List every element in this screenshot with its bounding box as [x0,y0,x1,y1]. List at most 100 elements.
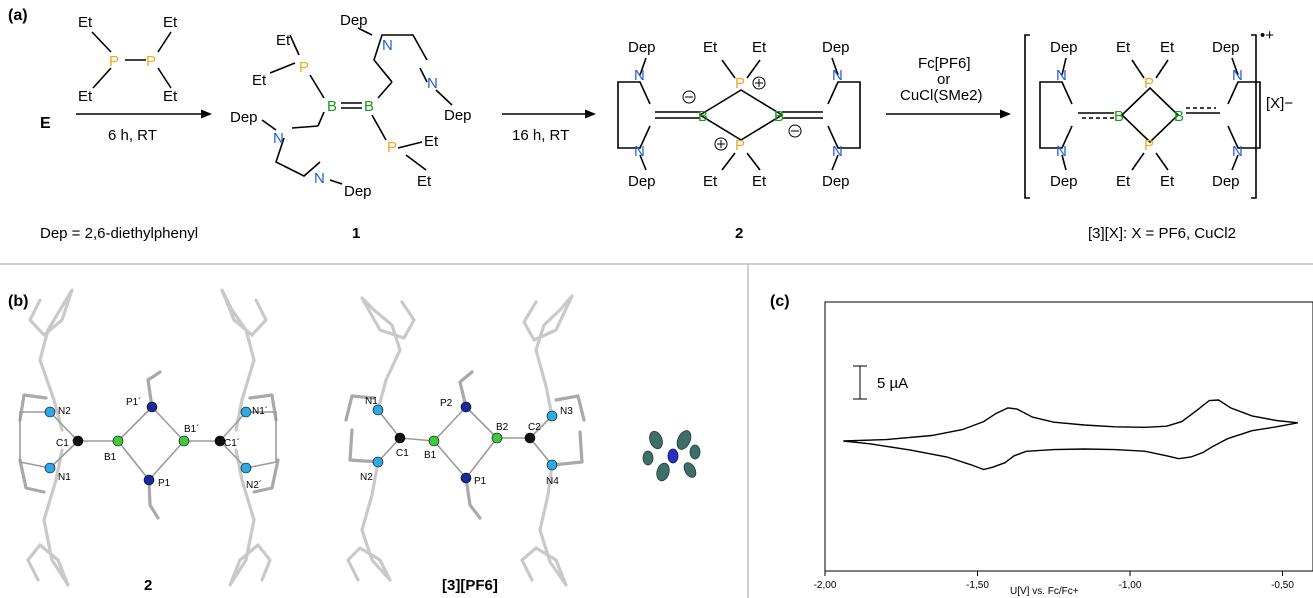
svg-text:B: B [774,108,784,125]
svg-text:Dep: Dep [1050,173,1078,190]
svg-text:Et: Et [424,133,439,150]
reagent-diphosphine: Et Et Et Et P P [78,14,178,105]
svg-text:Dep: Dep [1212,39,1240,56]
cv-trace [843,399,1298,471]
svg-text:P1: P1 [158,478,171,489]
svg-text:N2: N2 [58,406,71,417]
panel-c: (c) 5 µA -2,00 -1,50 -1,00 -0,50 U[V] vs. F… [770,293,1313,597]
svg-text:P: P [735,75,745,92]
svg-text:N1: N1 [58,472,71,483]
step1-conditions: 6 h, RT [108,127,157,144]
svg-text:Et: Et [752,39,767,56]
svg-text:B1: B1 [424,450,437,461]
svg-text:B2: B2 [496,422,509,433]
svg-text:B: B [698,108,708,125]
svg-text:C1: C1 [396,448,409,459]
svg-text:Et: Et [1160,39,1175,56]
svg-text:B: B [327,98,337,115]
dep-footnote: Dep = 2,6-diethylphenyl [40,225,198,242]
svg-text:Dep: Dep [1212,173,1240,190]
compound-3-charge: •+ [1260,27,1274,44]
svg-text:C2: C2 [528,422,541,433]
svg-text:N: N [832,143,843,160]
x-axis-label: U[V] vs. Fc/Fc+ [1010,586,1079,597]
svg-text:Et: Et [1116,39,1131,56]
svg-text:Et: Et [163,88,178,105]
compound-2: Dep Dep Dep Dep Et Et Et Et N N N N P P … [617,39,861,190]
svg-text:N: N [1056,67,1067,84]
svg-text:Dep: Dep [1050,39,1078,56]
svg-text:B: B [1114,108,1124,125]
svg-text:Et: Et [1160,173,1175,190]
svg-text:B1: B1 [104,452,117,463]
crystal-structure-3-pf6: N1 P2 N3 C1 B1 B2 C2 N2 P1 N4 [344,294,586,587]
svg-text:N: N [273,130,284,147]
svg-text:N: N [382,37,393,54]
step3-line2: or [937,71,950,88]
svg-text:N2´: N2´ [246,479,262,491]
svg-text:P: P [387,139,397,156]
scale-bar: 5 µA [853,365,908,400]
svg-text:Et: Et [752,173,767,190]
svg-text:Et: Et [78,14,93,31]
panel-c-label: (c) [770,293,790,310]
svg-text:Dep: Dep [344,183,372,200]
pf6-anion [642,430,701,482]
scale-bar-label: 5 µA [877,375,908,392]
svg-text:N: N [1232,143,1243,160]
panel-a-label: (a) [8,7,28,24]
svg-text:Et: Et [703,39,718,56]
svg-text:N: N [634,143,645,160]
svg-text:Dep: Dep [444,107,472,124]
svg-text:N: N [314,170,325,187]
svg-text:N3: N3 [560,406,573,417]
compound-1: Et Et P B B Dep N N Dep P Et Et Dep N N … [230,12,472,200]
svg-text:P2: P2 [440,398,453,409]
svg-text:Et: Et [417,173,432,190]
crystal-structure-2: N2 P1´ N1´ C1 B1 B1´ C1´ N1 P1 N2´ [18,288,280,587]
svg-text:N1´: N1´ [252,405,268,417]
svg-text:Et: Et [252,72,267,89]
svg-text:P1: P1 [474,476,487,487]
svg-text:Dep: Dep [822,173,850,190]
svg-text:P: P [1144,137,1154,154]
step3-line1: Fc[PF6] [918,55,971,72]
svg-text:Dep: Dep [230,109,258,126]
panel-b-label: (b) [8,293,28,310]
svg-text:N: N [832,67,843,84]
step3-line3: CuCl(SMe2) [900,87,983,104]
svg-text:Dep: Dep [340,12,368,29]
svg-text:B1´: B1´ [184,423,200,435]
svg-text:N: N [634,67,645,84]
svg-text:N1: N1 [365,396,378,407]
start-material: E [40,115,51,132]
svg-text:Et: Et [78,88,93,105]
svg-text:N: N [427,75,438,92]
svg-text:N4: N4 [546,476,559,487]
compound-1-label: 1 [352,225,360,242]
svg-text:C1´: C1´ [224,437,240,449]
svg-text:Et: Et [1116,173,1131,190]
panel-b: (b) [8,288,701,594]
crystal-structure-2-caption: 2 [144,577,152,594]
svg-text:Et: Et [163,14,178,31]
svg-text:Dep: Dep [628,39,656,56]
svg-text:N2: N2 [360,472,373,483]
x-tick-label: -0,50 [1271,580,1294,591]
svg-text:P: P [1144,75,1154,92]
svg-text:Dep: Dep [822,39,850,56]
step2-conditions: 16 h, RT [512,127,569,144]
panel-a: (a) E Et Et Et Et P P 6 h, RT [8,7,1293,242]
x-axis: -2,00 -1,50 -1,00 -0,50 [814,571,1294,591]
compound-3: Dep Dep Dep Dep Et Et Et Et N N N N P P … [1024,27,1293,199]
plot-frame [824,301,1313,572]
x-tick-label: -1,00 [1119,580,1142,591]
crystal-structure-3-caption: [3][PF6] [442,577,498,594]
svg-text:P: P [299,59,309,76]
svg-text:C1: C1 [56,438,69,449]
x-tick-label: -1,50 [966,580,989,591]
x-tick-label: -2,00 [814,580,837,591]
svg-text:N: N [1056,143,1067,160]
svg-text:Et: Et [276,32,291,49]
